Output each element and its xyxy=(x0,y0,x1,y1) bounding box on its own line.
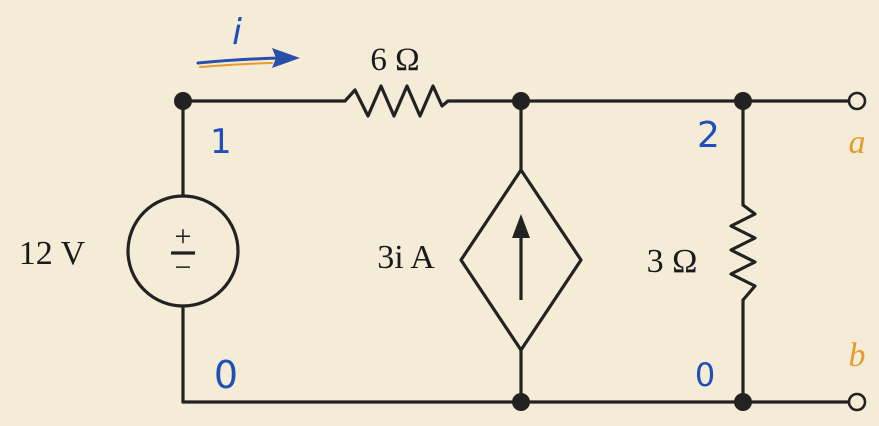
resistor-top-label: 6 Ω xyxy=(370,42,419,78)
current-arrow-head xyxy=(272,48,300,68)
wires xyxy=(181,99,851,404)
dependent-current-source xyxy=(459,168,583,352)
terminal-a-circle xyxy=(847,91,867,111)
source-plus-sign: + xyxy=(175,220,192,253)
node-label-0-left: 0 xyxy=(214,353,238,397)
node-label-0-right: 0 xyxy=(695,356,715,394)
node-label-1: 1 xyxy=(210,122,232,162)
dependent-source-label: 3i A xyxy=(377,239,435,276)
node-dot-2 xyxy=(734,92,752,110)
source-minus-sign: − xyxy=(175,251,192,284)
node-dot-bottom-right xyxy=(734,393,752,411)
voltage-source xyxy=(126,194,240,308)
node-dot-top-middle xyxy=(512,92,530,110)
resistor-3-ohm xyxy=(729,203,757,302)
voltage-source-label: 12 V xyxy=(19,235,86,272)
resistor-right-label: 3 Ω xyxy=(647,243,698,280)
resistor-6-ohm xyxy=(343,84,450,118)
node-label-2: 2 xyxy=(697,115,720,156)
node-dot-bottom-middle xyxy=(512,393,530,411)
terminal-b-circle xyxy=(847,392,867,412)
current-label-i: i xyxy=(232,12,242,53)
current-arrow-accent xyxy=(199,62,273,68)
dependent-source-arrow-head xyxy=(512,214,530,238)
current-arrow-line xyxy=(196,56,282,65)
node-dot-1 xyxy=(174,92,192,110)
terminal-label-b: b xyxy=(849,337,866,374)
terminal-label-a: a xyxy=(849,124,866,161)
